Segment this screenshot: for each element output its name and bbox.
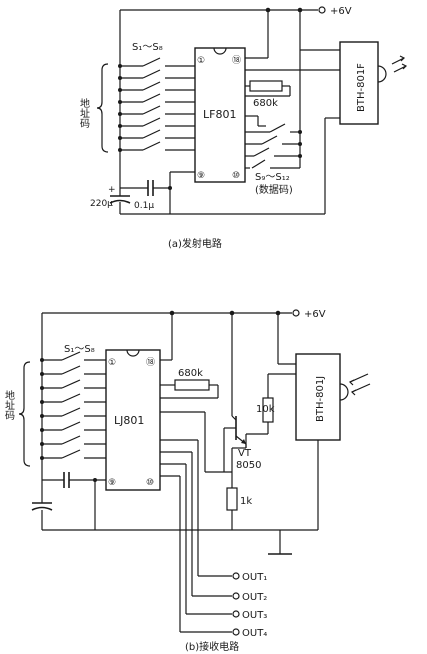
rx-transistor-vt <box>223 410 247 472</box>
tx-cap2-label: 220μ <box>90 199 113 209</box>
rx-pin-10: ⑩ <box>146 478 154 488</box>
tx-data-switches <box>245 123 302 169</box>
rx-resistor-680k <box>174 379 210 391</box>
receiver-circuit: +6V 地址码 S₁～S₈ LJ801 ① ⑱ ⑨ ⑩ <box>3 309 371 653</box>
rx-out-2: OUT₂ <box>242 592 267 603</box>
tx-pin-9: ⑨ <box>197 171 205 181</box>
rx-pin-18: ⑱ <box>146 357 155 368</box>
svg-text:+: + <box>108 185 116 195</box>
transmitter-circuit: +6V 地址码 S₁～S₈ LF801 ① ⑱ ⑨ ⑩ <box>78 6 408 250</box>
rx-ic-lj801 <box>105 349 161 491</box>
rx-caption: (b)接收电路 <box>185 640 239 653</box>
rx-out-1: OUT₁ <box>242 572 267 583</box>
tx-resistor-680k <box>249 80 283 92</box>
rx-supply-terminal <box>292 309 300 317</box>
rx-r3-label: 1k <box>240 496 252 507</box>
tx-ic-label: LF801 <box>203 108 236 121</box>
rx-transistor-part: 8050 <box>236 460 261 471</box>
rx-module-label: BTH-801J <box>315 376 326 422</box>
rx-r1-label: 680k <box>178 368 203 379</box>
tx-address-brace <box>96 63 109 153</box>
tx-data-switches-label: S₉～S₁₂ <box>255 172 290 183</box>
tx-data-code-label: (数据码) <box>255 183 293 196</box>
rx-resistor-1k <box>226 487 238 511</box>
rx-switches-label: S₁～S₈ <box>64 344 95 355</box>
rx-outputs: OUT₁ OUT₂ OUT₃ OUT₄ <box>232 572 267 639</box>
tx-pin-10: ⑩ <box>232 171 240 181</box>
tx-pin-18: ⑱ <box>232 55 241 66</box>
rx-address-code-label: 地址码 <box>3 389 15 421</box>
rx-r2-label: 10k <box>256 404 275 415</box>
rx-pin-9: ⑨ <box>108 478 116 488</box>
rx-ir-receiver-icon <box>339 383 349 401</box>
tx-switches-label: S₁～S₈ <box>132 42 163 53</box>
rx-out-4: OUT₄ <box>242 628 267 639</box>
tx-ir-emitter-icon <box>377 65 387 83</box>
tx-ic-lf801 <box>194 47 246 183</box>
tx-supply-label: +6V <box>330 6 352 17</box>
tx-module-bth801f <box>339 41 379 125</box>
tx-module-label: BTH-801F <box>356 63 367 112</box>
rx-transistor-label: VT <box>238 448 252 459</box>
supply-terminal <box>318 6 326 14</box>
tx-address-code-label: 地址码 <box>78 97 90 129</box>
tx-resistor-label: 680k <box>253 98 278 109</box>
svg-text:地址码: 地址码 <box>78 97 90 129</box>
rx-pin-1: ① <box>108 358 116 368</box>
rx-address-brace <box>18 361 31 467</box>
tx-caption: (a)发射电路 <box>168 237 222 250</box>
tx-address-switches <box>118 57 195 152</box>
rx-ic-label: LJ801 <box>114 414 144 427</box>
rx-supply-label: +6V <box>304 309 326 320</box>
rx-out-3: OUT₃ <box>242 610 267 621</box>
rx-address-switches <box>40 351 106 460</box>
tx-cap1-label: 0.1μ <box>134 201 154 211</box>
tx-pin-1: ① <box>197 56 205 66</box>
